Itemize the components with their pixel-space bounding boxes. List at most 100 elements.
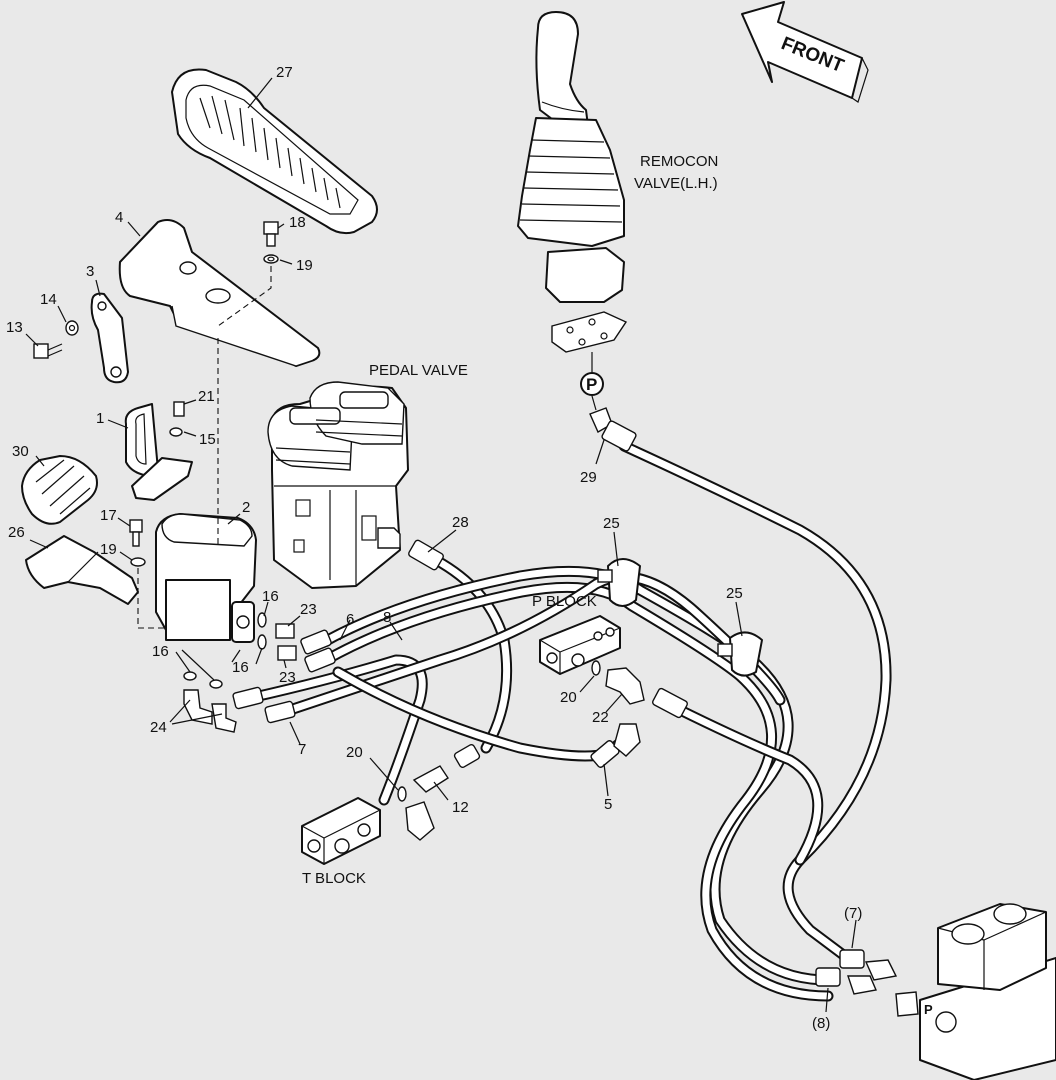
pedal-valve-large	[267, 381, 409, 589]
hose-22	[658, 696, 824, 866]
valve-port-p-label: P	[924, 1002, 933, 1017]
callout-labels: REMOCON VALVE(L.H.) PEDAL VALVE P BLOCK …	[6, 64, 862, 1032]
pedal-valve-cap-left	[289, 407, 341, 425]
elbow-24b	[211, 703, 237, 733]
fitting-8ref	[815, 967, 841, 987]
joystick-base	[545, 247, 625, 303]
clamp-25b	[729, 631, 763, 677]
link-plate-3	[90, 292, 129, 384]
callout-3: 3	[86, 263, 94, 280]
callout-16a: 16	[262, 588, 279, 605]
p-block-title: P BLOCK	[532, 593, 597, 610]
remocon-valve: P	[517, 11, 628, 433]
link-plate-shape	[90, 292, 129, 384]
oring-16c	[183, 671, 197, 681]
callout-13: 13	[6, 319, 23, 336]
joystick-boot	[517, 117, 625, 247]
callout-15: 15	[199, 431, 216, 448]
joystick-grip	[535, 11, 589, 127]
callout-22: 22	[592, 709, 609, 726]
callout-8: 8	[383, 609, 391, 626]
valve-port-adapter	[895, 991, 919, 1017]
callout-19a: 19	[296, 257, 313, 274]
bolt-21	[173, 401, 185, 417]
callout-20b: 20	[346, 744, 363, 761]
callout-25b: 25	[726, 585, 743, 602]
callout-20a: 20	[560, 689, 577, 706]
adapter-23b	[277, 645, 297, 661]
callout-25a: 25	[603, 515, 620, 532]
screw-18-washer-19	[217, 221, 279, 327]
pedal-valve-cap-right	[339, 391, 389, 409]
remocon-title-line1: REMOCON	[640, 153, 718, 170]
screw-18-head	[263, 221, 279, 235]
callout-30: 30	[12, 443, 29, 460]
callout-16b: 16	[152, 643, 169, 660]
callout-23b: 23	[279, 669, 296, 686]
fitting-7a	[232, 686, 264, 710]
callout-16c: 16	[232, 659, 249, 676]
fitting-8	[304, 647, 336, 673]
callout-8-ref: (8)	[812, 1015, 830, 1032]
callout-18: 18	[289, 214, 306, 231]
screw-17-shank	[132, 531, 140, 547]
pedal-bracket-26	[25, 535, 139, 605]
pedal-valve-port-fitting	[377, 527, 401, 549]
hose-fittings	[232, 420, 898, 995]
callout-21: 21	[198, 388, 215, 405]
leader-lines	[25, 77, 857, 1013]
bracket-hole-1	[179, 261, 197, 275]
fitting-6	[300, 629, 332, 655]
t-block	[301, 765, 449, 865]
port-p-marker	[580, 372, 604, 396]
pad-30-shape	[21, 455, 98, 525]
fitting-29	[601, 420, 637, 452]
screw-17-head	[129, 519, 143, 533]
elbow-24a	[183, 689, 213, 725]
valve-fitting-b	[847, 975, 877, 995]
remocon-title-line2: VALVE(L.H.)	[634, 175, 718, 192]
bracket-lower-edge	[171, 305, 315, 367]
fitting-28	[408, 539, 444, 571]
control-valve-block: P	[895, 903, 1056, 1080]
callout-29: 29	[580, 469, 597, 486]
screw-18-shank	[266, 233, 276, 247]
callout-5: 5	[604, 796, 612, 813]
callout-7: 7	[298, 741, 306, 758]
bolt-13-head	[33, 343, 49, 359]
bracket-hole-2	[205, 288, 231, 304]
callout-6: 6	[346, 611, 354, 628]
fitting-12-hose	[453, 743, 481, 769]
callout-26: 26	[8, 524, 25, 541]
fitting-22-hose	[652, 687, 688, 719]
link-plate-hole-bottom	[110, 366, 122, 378]
hose-7a	[244, 654, 428, 806]
pedal-pad-rim	[185, 84, 359, 215]
front-arrow: FRONT	[741, 1, 869, 103]
callout-24: 24	[150, 719, 167, 736]
clamp-25a	[607, 558, 641, 607]
pedal-bracket-4	[118, 219, 321, 367]
washer-14	[65, 320, 79, 336]
t-block-title: T BLOCK	[302, 870, 366, 887]
callout-23a: 23	[300, 601, 317, 618]
pedal-pad-30	[21, 455, 98, 525]
handle-base	[131, 457, 193, 501]
valve-port-p-hole	[935, 1011, 957, 1033]
oring-16a	[257, 612, 267, 628]
valve-cap-2	[993, 903, 1027, 925]
callout-7-ref: (7)	[844, 905, 862, 922]
callout-28: 28	[452, 514, 469, 531]
assembly-line-18	[217, 266, 272, 327]
t-block-shape	[301, 797, 381, 865]
fittings-16-23-24	[183, 612, 297, 733]
valve-cap-1	[951, 923, 985, 945]
callout-4: 4	[115, 209, 123, 226]
bolt-13-washer-14	[33, 320, 79, 359]
callout-17: 17	[100, 507, 117, 524]
valve-2-lower	[165, 579, 231, 641]
pedal-valve-title: PEDAL VALVE	[369, 362, 468, 379]
valve-fitting-a	[864, 959, 898, 981]
